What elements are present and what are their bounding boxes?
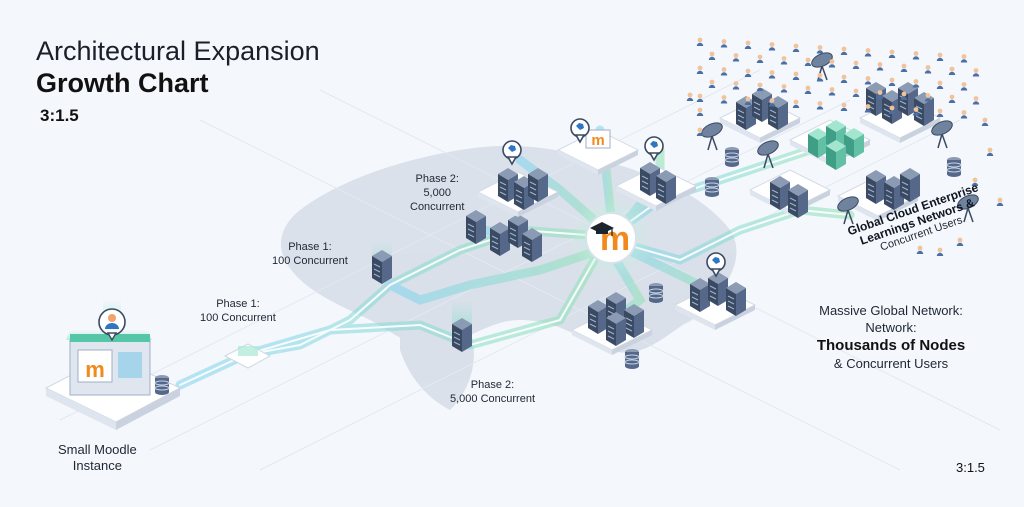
user-icon bbox=[972, 68, 980, 77]
user-icon bbox=[936, 80, 944, 89]
user-icon bbox=[732, 53, 740, 62]
user-icon bbox=[756, 54, 764, 63]
user-icon bbox=[888, 77, 896, 86]
user-icon bbox=[936, 52, 944, 61]
svg-text:m: m bbox=[591, 132, 604, 149]
user-icon bbox=[828, 87, 836, 96]
user-icon bbox=[816, 101, 824, 110]
user-icon bbox=[696, 107, 704, 116]
user-icon bbox=[720, 95, 728, 104]
user-icon bbox=[98, 308, 126, 342]
user-icon bbox=[888, 49, 896, 58]
moodle-logo-icon: m bbox=[85, 357, 105, 382]
user-icon bbox=[948, 66, 956, 75]
cluster-north-2: m bbox=[557, 118, 639, 176]
user-icon bbox=[960, 54, 968, 63]
user-icon bbox=[956, 237, 964, 246]
phase2-upper-label: Phase 2: 5,000 Concurrent bbox=[410, 173, 465, 213]
user-icon bbox=[852, 88, 860, 97]
user-icon bbox=[912, 51, 920, 60]
aspect-ratio-label: 3:1.5 bbox=[40, 106, 79, 125]
user-icon bbox=[972, 96, 980, 105]
user-icon bbox=[768, 70, 776, 79]
user-icon bbox=[708, 51, 716, 60]
small-moodle-instance: m bbox=[44, 300, 182, 430]
page-title-line1: Architectural Expansion bbox=[36, 36, 320, 66]
user-icon bbox=[696, 93, 704, 102]
phase1-server bbox=[371, 240, 393, 285]
small-instance-label: Small Moodle Instance bbox=[58, 442, 137, 473]
user-icon bbox=[864, 76, 872, 85]
user-icon bbox=[804, 57, 812, 66]
aspect-ratio-label-bottom: 3:1.5 bbox=[956, 460, 985, 475]
user-icon bbox=[960, 110, 968, 119]
user-icon bbox=[852, 60, 860, 69]
user-icon bbox=[876, 62, 884, 71]
user-icon bbox=[912, 79, 920, 88]
user-icon bbox=[708, 79, 716, 88]
user-icon bbox=[900, 63, 908, 72]
page-title-line2: Growth Chart bbox=[36, 68, 209, 98]
user-icon bbox=[936, 247, 944, 256]
user-icon bbox=[744, 68, 752, 77]
user-icon bbox=[981, 117, 989, 126]
user-icon bbox=[792, 99, 800, 108]
user-icon bbox=[780, 84, 788, 93]
user-icon bbox=[744, 40, 752, 49]
user-icon bbox=[720, 67, 728, 76]
user-icon bbox=[986, 147, 994, 156]
user-icon bbox=[768, 42, 776, 51]
graduation-cap-icon bbox=[590, 222, 614, 236]
user-icon bbox=[816, 45, 824, 54]
user-icon bbox=[696, 65, 704, 74]
user-icon bbox=[924, 65, 932, 74]
user-icon bbox=[816, 73, 824, 82]
phase1-upper-label: Phase 1: 100 Concurrent bbox=[272, 241, 348, 267]
user-icon bbox=[720, 39, 728, 48]
database-icon bbox=[154, 374, 170, 396]
user-icon bbox=[756, 82, 764, 91]
phase1-node bbox=[223, 343, 272, 369]
user-icon bbox=[916, 245, 924, 254]
user-icon bbox=[960, 82, 968, 91]
user-icon bbox=[936, 108, 944, 117]
phase2-server-lower bbox=[451, 300, 473, 353]
user-icon bbox=[996, 197, 1004, 206]
user-icon bbox=[732, 81, 740, 90]
user-icon bbox=[864, 48, 872, 57]
user-icon bbox=[686, 92, 694, 101]
user-icon bbox=[780, 56, 788, 65]
user-icon bbox=[840, 74, 848, 83]
central-moodle-hub: m bbox=[569, 196, 653, 280]
user-icon bbox=[696, 37, 704, 46]
user-icon bbox=[792, 71, 800, 80]
user-icon bbox=[948, 94, 956, 103]
phase1-lower-label: Phase 1: 100 Concurrent bbox=[200, 298, 276, 324]
user-icon bbox=[792, 43, 800, 52]
user-icon bbox=[804, 85, 812, 94]
user-icon bbox=[840, 46, 848, 55]
massive-network-label: Massive Global Network: Network: Thousan… bbox=[816, 303, 966, 371]
phase2-lower-label: Phase 2: 5,000 Concurrent bbox=[450, 379, 535, 405]
